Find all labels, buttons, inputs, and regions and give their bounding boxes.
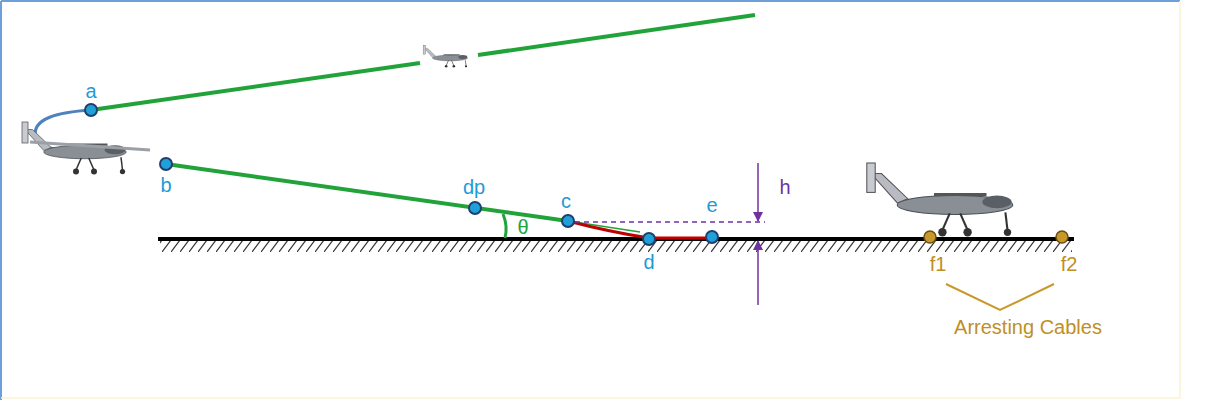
caption-label: Arresting Cables — [954, 317, 1102, 337]
point-label: b — [160, 175, 171, 195]
waypoint-dots — [85, 104, 718, 245]
point-label: f2 — [1061, 254, 1078, 274]
point-label: d — [643, 252, 654, 272]
dimension-arrow — [757, 241, 759, 305]
point-label: c — [561, 191, 571, 211]
ground-hatching — [160, 240, 1072, 252]
flare-curve — [568, 221, 712, 238]
frame-line — [1, 397, 1180, 399]
angle-arc — [503, 214, 506, 238]
reference-line — [575, 221, 765, 223]
frame-line — [1179, 1, 1181, 398]
point-label: h — [779, 177, 790, 197]
flight-path — [91, 63, 420, 110]
cable-dots — [924, 231, 1068, 243]
drone-wing — [30, 142, 150, 150]
point-label: θ — [517, 217, 528, 237]
drone-figure — [423, 45, 467, 67]
frame-line — [1, 0, 1180, 2]
point-label: f1 — [930, 254, 947, 274]
dimension-arrow — [757, 163, 759, 221]
bracket — [946, 284, 1054, 310]
drone-figure — [867, 163, 1013, 237]
frame-line — [0, 1, 2, 400]
point-label: dp — [463, 177, 485, 197]
point-label: a — [85, 81, 96, 101]
flight-path — [478, 15, 755, 55]
glide-path — [166, 164, 568, 221]
point-label: e — [706, 195, 717, 215]
